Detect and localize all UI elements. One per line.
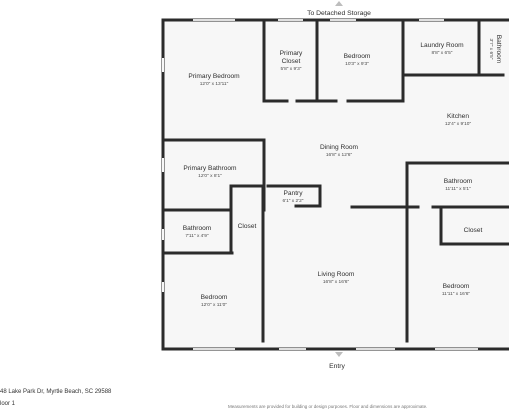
dining-room-dims: 16'8" x 12'6" [326, 152, 353, 158]
window-lines [193, 19, 478, 350]
closet-west-name: Closet [238, 223, 257, 230]
bedroom-top-dims: 10'3" x 9'3" [345, 61, 369, 67]
primary-closet-name-1: Primary [280, 50, 303, 57]
floor-label: loor 1 [0, 401, 16, 407]
primary-bedroom-name: Primary Bedroom [188, 73, 240, 80]
primary-bedroom-dims: 12'0" x 13'11" [200, 81, 229, 87]
bedroom-southeast-name: Bedroom [443, 283, 470, 290]
primary-closet-dims: 5'8" x 9'3" [281, 66, 302, 72]
disclaimer-note: Measurements are provided for building o… [228, 404, 428, 409]
bottom-entrance-label: Entry [329, 363, 345, 370]
primary-closet-name-2: Closet [282, 58, 301, 65]
bedroom-southwest-dims: 12'0" x 11'0" [201, 302, 227, 308]
bottom-entrance-arrow-icon [335, 352, 343, 357]
bathroom-small-name: Bathroom [495, 35, 502, 64]
laundry-room-name: Laundry Room [420, 42, 464, 49]
pantry-dims: 6'1" x 2'2" [283, 198, 304, 204]
bedroom-top-name: Bedroom [344, 53, 371, 60]
top-entrance-label: To Detached Storage [307, 10, 371, 17]
living-room-name: Living Room [318, 271, 355, 278]
top-entrance-arrow-icon [335, 1, 343, 6]
closet-east-name: Closet [464, 227, 483, 234]
bathroom-west-dims: 7'11" x 4'9" [185, 233, 209, 239]
bedroom-southwest-name: Bedroom [201, 294, 228, 301]
living-room-dims: 16'8" x 16'6" [323, 279, 350, 285]
kitchen-name: Kitchen [447, 113, 469, 120]
laundry-room-dims: 8'8" x 6'5" [432, 50, 453, 56]
primary-bathroom-dims: 12'0" x 8'1" [198, 173, 222, 179]
dining-room-name: Dining Room [320, 144, 359, 151]
bedroom-southeast-dims: 11'11" x 16'6" [442, 291, 471, 297]
bathroom-west-name: Bathroom [183, 225, 212, 232]
bathroom-east-dims: 11'11" x 5'1" [445, 186, 471, 192]
bathroom-east-name: Bathroom [444, 178, 473, 185]
primary-bathroom-name: Primary Bathroom [183, 165, 237, 172]
bathroom-small-dims: 3'7" x 6'5" [488, 39, 494, 60]
kitchen-dims: 12'4" x 9'10" [445, 121, 472, 127]
pantry-name: Pantry [283, 190, 303, 197]
property-address: 48 Lake Park Dr, Myrtle Beach, SC 29588 [0, 389, 112, 395]
